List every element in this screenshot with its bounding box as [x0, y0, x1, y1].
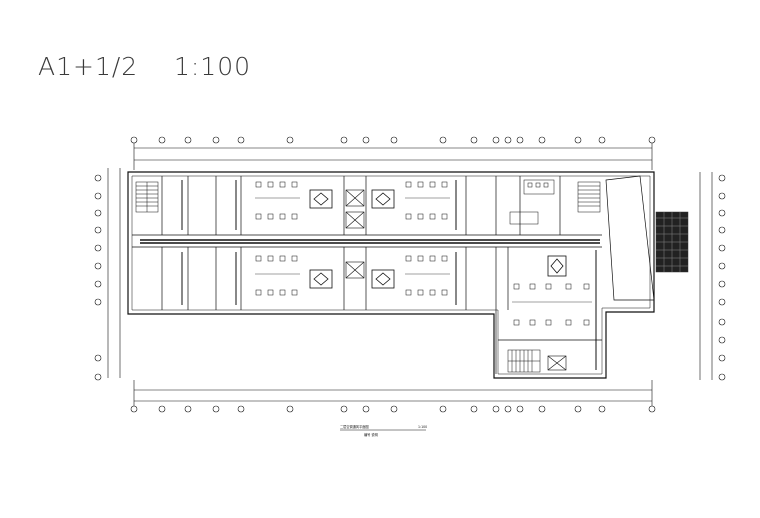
air-handling-units: [309, 189, 567, 289]
toilet-block: [509, 179, 555, 225]
right-grid-bubbles: [718, 174, 726, 381]
diffuser-crosses: [255, 197, 592, 303]
drawing-caption-scale: 1:100: [418, 425, 427, 429]
stair-annex: [507, 349, 541, 373]
drawing-caption-group: 二层空调通风平面图 1:100 编号 说明: [340, 424, 427, 437]
building-outline: [127, 171, 655, 379]
partitions-upper: [161, 176, 561, 235]
sheet-title: A1+1/2 1:100: [38, 52, 252, 81]
top-dimension-lines: [133, 142, 653, 170]
bottom-dimension-lines: [133, 380, 653, 410]
building-inner-wall-line: [131, 175, 651, 375]
stair-left: [135, 181, 159, 213]
elevator-shafts: [345, 189, 567, 371]
drawing-caption: 二层空调通风平面图: [340, 424, 369, 429]
drawing-caption-sub: 编号 说明: [364, 432, 378, 437]
bottom-grid-bubbles: [130, 405, 656, 413]
duct-drops: [181, 180, 597, 370]
east-canopy: [605, 175, 655, 301]
partitions-lower: [161, 247, 602, 374]
stair-right: [577, 181, 601, 213]
right-dimension-lines: [699, 172, 713, 380]
left-grid-bubbles: [94, 174, 102, 381]
top-grid-bubbles: [130, 136, 656, 144]
left-dimension-lines: [107, 168, 121, 378]
diffusers: [255, 181, 590, 326]
corridor-duct: [140, 239, 600, 244]
roof-hatch: [655, 211, 689, 273]
central-corridor: [132, 234, 602, 248]
